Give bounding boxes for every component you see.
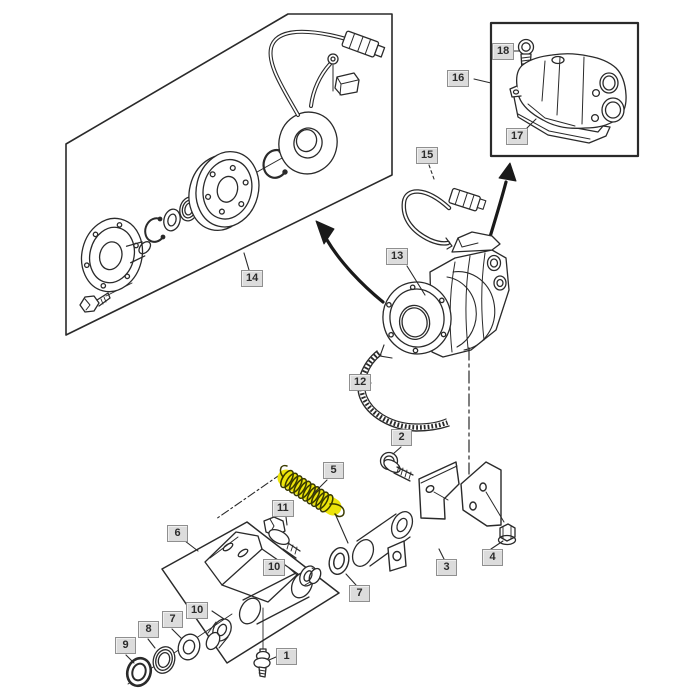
callout-part-12: 12 [349,374,372,391]
adjust-screw [263,516,301,559]
callout-part-11: 11 [272,500,294,517]
callout-part-2: 2 [391,429,412,446]
callout-part-18: 18 [492,43,515,60]
mounting-bracket [387,461,505,572]
washer-left [177,633,201,661]
clutch-harness-wire [268,29,351,117]
pivot-bolt [379,451,414,482]
retainer-ring-9 [125,656,153,688]
clutch-snap-ring-small [144,216,166,243]
callout-part-9: 9 [115,637,136,654]
callout-part-15: 15 [416,147,439,164]
callout-part-10-right: 10 [263,559,286,576]
compressor [379,231,510,359]
callout-part-3: 3 [436,559,457,576]
callout-part-6: 6 [167,525,188,542]
callout-part-17: 17 [506,128,529,145]
tension-spring-highlighted [215,464,349,544]
callout-part-8: 8 [138,621,159,638]
clutch-washer-1 [163,208,181,232]
clutch-ring-terminal [327,53,339,92]
washer-right [328,547,350,575]
clutch-front-plate [80,217,152,293]
pivot-bracket-assembly [125,516,322,688]
compressor-harness [401,187,487,250]
valve-body [509,53,627,129]
clutch-field-coil [278,111,338,175]
callout-part-14: 14 [241,270,264,287]
valve-detail-panel [489,21,640,158]
drive-belt [357,350,450,432]
flange-nut [497,523,517,546]
arrow-to-clutch-detail [315,220,385,304]
callout-part-13: 13 [386,248,409,265]
callout-part-7-left: 7 [162,611,183,628]
callout-part-4: 4 [482,549,503,566]
clutch-connector-block [334,72,360,96]
callout-part-16: 16 [447,70,470,87]
clutch-plug-connector [341,30,386,58]
clutch-exploded-view [79,29,386,313]
callout-part-7-right: 7 [349,585,370,602]
bushing-upper [299,565,322,587]
plug-screw [253,607,271,678]
washer-8 [152,646,176,674]
callout-part-5: 5 [323,462,344,479]
pivot-tube [351,511,414,567]
callout-part-1: 1 [276,648,297,665]
clutch-rotor [188,151,260,231]
callout-part-10-left: 10 [186,602,209,619]
